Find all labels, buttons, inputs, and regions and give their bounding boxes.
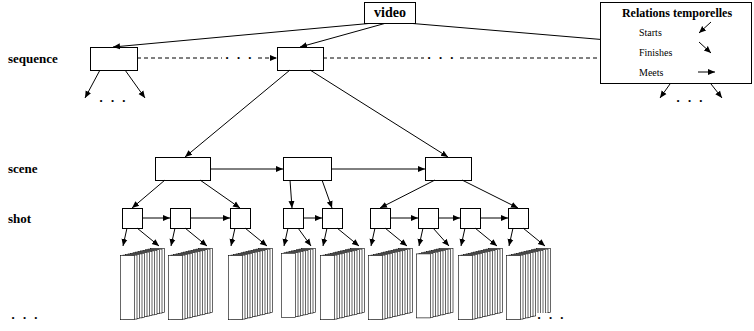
level-name: shot	[8, 211, 31, 226]
frame	[417, 254, 431, 318]
level-name: sequence	[8, 51, 58, 66]
frame-arrow	[523, 228, 545, 246]
sequence-box	[91, 48, 138, 71]
legend-box: Relations temporellesStartsFinishesMeets	[600, 2, 752, 84]
root-box: video	[364, 2, 416, 24]
frame	[369, 256, 383, 320]
frame	[507, 256, 521, 320]
shot-box	[509, 209, 529, 229]
scene-box	[426, 158, 472, 181]
frame	[321, 256, 335, 320]
shot-boxes	[123, 209, 529, 229]
frame-arrow	[231, 228, 235, 246]
frame	[169, 256, 183, 320]
shot-box	[123, 209, 143, 229]
sequence-box	[278, 48, 324, 71]
level-name: scene	[8, 161, 38, 176]
frame-arrow	[171, 228, 175, 246]
shot-box	[461, 209, 481, 229]
shot-box	[371, 209, 391, 229]
shot-box	[323, 209, 343, 229]
frame-stacks	[121, 228, 551, 320]
ellipsis: • • •	[10, 313, 43, 324]
frame-arrow	[245, 228, 267, 246]
shot-box	[419, 209, 439, 229]
frame-arrow	[461, 228, 465, 246]
shot-box	[171, 209, 191, 229]
frame	[229, 256, 243, 320]
legend-text: Finishes	[639, 47, 672, 59]
ellipsis: • • •	[426, 53, 459, 64]
legend-sample	[697, 41, 719, 55]
frame	[282, 253, 296, 317]
frame-arrow	[509, 228, 513, 246]
node-title: video	[374, 6, 406, 20]
frame	[121, 256, 135, 320]
shot-box	[284, 209, 304, 229]
shot-box	[231, 209, 251, 229]
ellipsis: • • •	[536, 313, 569, 324]
frame-arrow	[337, 228, 359, 246]
legend-text: Starts	[639, 27, 662, 39]
scene-box	[284, 158, 332, 181]
frame-arrow	[298, 228, 311, 246]
dashed-meets	[137, 58, 666, 59]
frame-arrow	[419, 228, 423, 246]
legend-arrow	[699, 42, 711, 53]
frame	[459, 256, 473, 320]
frame-arrow	[284, 228, 288, 246]
frame-arrow	[433, 228, 449, 246]
legend-sample	[697, 65, 719, 79]
legend-arrow	[698, 72, 715, 73]
frame-arrow	[123, 228, 127, 246]
frame-arrow	[475, 228, 497, 246]
frame-arrow	[385, 228, 407, 246]
frame-arrow	[323, 228, 327, 246]
frame-arrow	[137, 228, 159, 246]
ellipsis: • • •	[98, 96, 131, 107]
frame-arrow	[185, 228, 207, 246]
scene-box	[156, 158, 211, 181]
legend-title: Relations temporelles	[622, 6, 732, 20]
ellipsis: • • •	[224, 53, 257, 64]
legend-arrow	[699, 22, 711, 33]
ellipsis: • • •	[675, 96, 708, 107]
legend-text: Meets	[639, 67, 663, 79]
frame-arrow	[371, 228, 375, 246]
legend-sample	[697, 21, 719, 35]
